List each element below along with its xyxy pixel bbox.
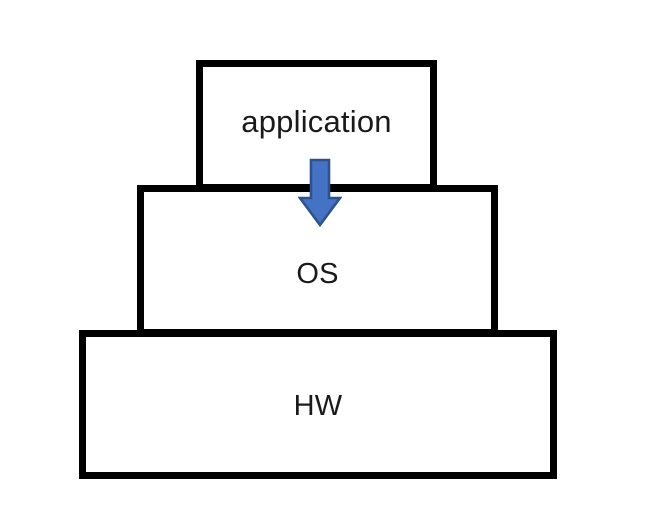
layer-box-os[interactable]: OS bbox=[137, 185, 498, 336]
layer-box-application[interactable]: application bbox=[196, 60, 437, 191]
layer-label-os: OS bbox=[296, 258, 339, 290]
layer-label-hw: HW bbox=[293, 390, 343, 422]
layer-box-hw[interactable]: HW bbox=[79, 330, 557, 479]
layer-label-application: application bbox=[241, 104, 392, 139]
